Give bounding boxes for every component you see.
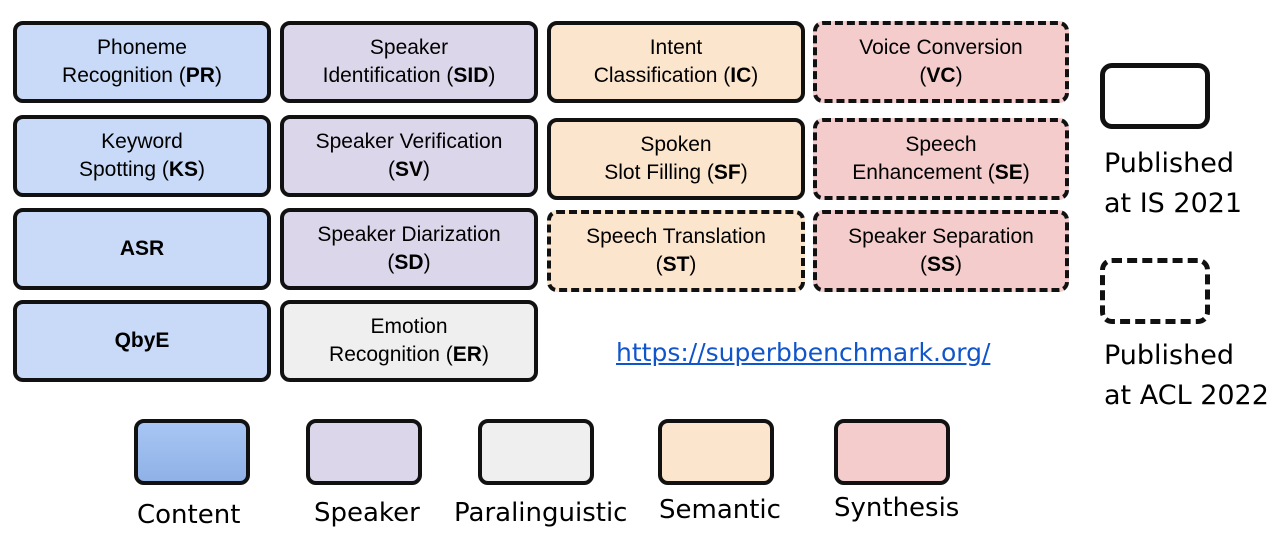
task-text: ( bbox=[387, 158, 395, 181]
task-text: ) bbox=[488, 64, 496, 87]
task-title: Speaker Verification bbox=[315, 130, 503, 153]
speaker-swatch bbox=[306, 419, 422, 485]
task-voice-conversion: Voice Conversion (VC) bbox=[813, 21, 1069, 103]
task-abbr: SV bbox=[394, 158, 423, 181]
task-title: Voice Conversion bbox=[859, 36, 1023, 59]
synthesis-legend-label: Synthesis bbox=[834, 493, 960, 523]
task-abbr: SS bbox=[926, 253, 955, 276]
synthesis-swatch bbox=[834, 419, 950, 485]
task-text: Recognition ( bbox=[62, 64, 186, 87]
content-legend-label: Content bbox=[137, 500, 241, 530]
task-text: Enhancement ( bbox=[852, 161, 995, 184]
published-is-label-line1: Published bbox=[1104, 148, 1234, 179]
task-text: ( bbox=[655, 253, 663, 276]
task-speaker-verification: Speaker Verification (SV) bbox=[280, 115, 538, 197]
task-speech-enhancement: Speech Enhancement (SE) bbox=[813, 118, 1069, 200]
task-keyword-spotting: Keyword Spotting (KS) bbox=[13, 115, 271, 197]
task-abbr: SID bbox=[453, 64, 489, 87]
task-text: ( bbox=[919, 253, 927, 276]
task-intent-classification: Intent Classification (IC) bbox=[547, 21, 805, 103]
task-title: ASR bbox=[119, 237, 165, 260]
task-qbye: QbyE bbox=[13, 300, 271, 382]
task-speaker-identification: Speaker Identification (SID) bbox=[280, 21, 538, 103]
task-phoneme-recognition: Phoneme Recognition (PR) bbox=[13, 21, 271, 103]
task-abbr: PR bbox=[185, 64, 215, 87]
task-text: Identification ( bbox=[322, 64, 454, 87]
task-abbr: SE bbox=[994, 161, 1023, 184]
published-acl-label-line2: at ACL 2022 bbox=[1104, 380, 1269, 411]
task-speech-translation: Speech Translation (ST) bbox=[547, 210, 805, 292]
dashed-border-swatch bbox=[1100, 258, 1210, 324]
task-abbr: ER bbox=[452, 343, 482, 366]
task-text: ) bbox=[423, 251, 431, 274]
task-spoken-slot-filling: Spoken Slot Filling (SF) bbox=[547, 118, 805, 200]
paralinguistic-legend-label: Paralinguistic bbox=[454, 498, 628, 528]
task-text: ) bbox=[481, 343, 489, 366]
task-abbr: SF bbox=[713, 161, 741, 184]
superb-benchmark-link[interactable]: https://superbbenchmark.org/ bbox=[616, 338, 991, 367]
task-title: Intent bbox=[649, 36, 703, 59]
semantic-swatch bbox=[658, 419, 774, 485]
task-text: ( bbox=[919, 64, 927, 87]
task-title: Speech Translation bbox=[586, 225, 766, 248]
task-text: Classification ( bbox=[593, 64, 731, 87]
task-text: ) bbox=[198, 158, 206, 181]
task-emotion-recognition: Emotion Recognition (ER) bbox=[280, 300, 538, 382]
task-speaker-diarization: Speaker Diarization (SD) bbox=[280, 208, 538, 290]
task-title: Speech bbox=[905, 133, 977, 156]
task-text: ) bbox=[740, 161, 748, 184]
task-text: ) bbox=[689, 253, 697, 276]
task-abbr: KS bbox=[168, 158, 199, 181]
task-abbr: IC bbox=[730, 64, 752, 87]
task-title: QbyE bbox=[114, 329, 170, 352]
task-text: Slot Filling ( bbox=[604, 161, 714, 184]
task-abbr: ST bbox=[662, 253, 690, 276]
task-text: Spotting ( bbox=[78, 158, 169, 181]
task-text: ) bbox=[751, 64, 759, 87]
paralinguistic-swatch bbox=[478, 419, 594, 485]
task-text: Recognition ( bbox=[329, 343, 453, 366]
task-text: ) bbox=[955, 253, 962, 276]
semantic-legend-label: Semantic bbox=[659, 495, 781, 525]
task-title: Speaker Separation bbox=[848, 225, 1034, 248]
solid-border-swatch bbox=[1100, 63, 1210, 129]
published-is-label-line2: at IS 2021 bbox=[1104, 188, 1243, 219]
task-title: Speaker Diarization bbox=[317, 223, 501, 246]
content-swatch bbox=[134, 419, 250, 485]
task-title: Spoken bbox=[640, 133, 712, 156]
task-title: Speaker bbox=[369, 36, 449, 59]
task-title: Keyword bbox=[101, 130, 183, 153]
task-title: Emotion bbox=[370, 315, 448, 338]
task-text: ) bbox=[423, 158, 430, 181]
speaker-legend-label: Speaker bbox=[314, 498, 420, 528]
published-acl-label-line1: Published bbox=[1104, 340, 1234, 371]
task-text: ) bbox=[955, 64, 963, 87]
task-title: Phoneme bbox=[97, 36, 187, 59]
task-speaker-separation: Speaker Separation (SS) bbox=[813, 210, 1069, 292]
task-text: ( bbox=[387, 251, 395, 274]
task-abbr: VC bbox=[926, 64, 956, 87]
task-asr: ASR bbox=[13, 208, 271, 290]
task-text: ) bbox=[214, 64, 222, 87]
task-text: ) bbox=[1022, 161, 1030, 184]
task-abbr: SD bbox=[394, 251, 424, 274]
